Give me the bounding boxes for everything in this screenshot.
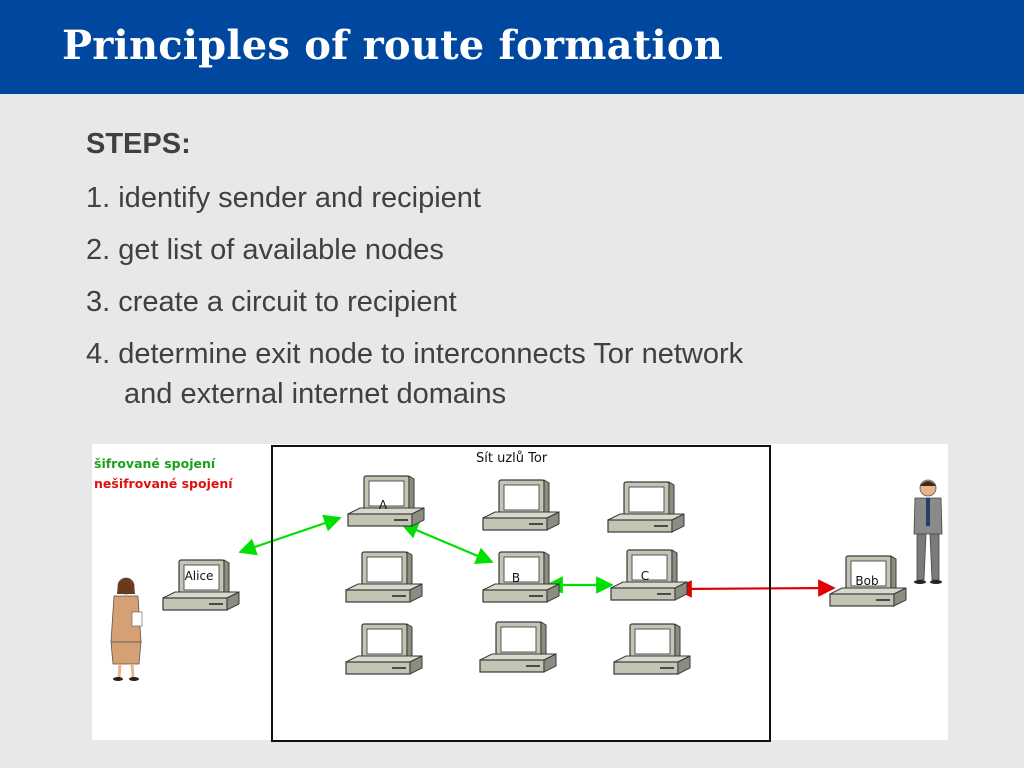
title-bar: Principles of route formation <box>0 0 1024 94</box>
step-item: 1. identify sender and recipient <box>86 182 481 214</box>
step-item: 3. create a circuit to recipient <box>86 286 457 318</box>
legend-encrypted: šifrované spojení <box>94 456 216 471</box>
steps-list: STEPS: 1. identify sender and recipient … <box>86 124 966 426</box>
bob-person-icon <box>913 479 943 585</box>
node-label-bob: Bob <box>855 574 879 588</box>
steps-heading: STEPS: <box>86 128 191 160</box>
step-line: 4. determine exit node to interconnects … <box>86 338 744 370</box>
tor-network-label: Sít uzlů Tor <box>476 451 548 466</box>
node-label-c: C <box>640 569 650 583</box>
node-label-a: A <box>378 498 388 512</box>
node-label-b: B <box>511 571 521 585</box>
step-item: 2. get list of available nodes <box>86 234 444 266</box>
step-line-continued: and external internet domains <box>124 378 507 410</box>
slide-title: Principles of route formation <box>62 22 723 69</box>
connection-unencrypted <box>674 579 836 598</box>
legend-unencrypted: nešifrované spojení <box>94 476 233 491</box>
tor-route-diagram: Sít uzlů Tor šifrované spojení nešifrova… <box>92 444 948 742</box>
step-item: 4. determine exit node to interconnects … <box>86 334 966 414</box>
alice-person-icon <box>109 576 144 683</box>
alice-computer-icon <box>162 559 240 611</box>
node-label-alice: Alice <box>184 569 214 583</box>
diagram-canvas <box>109 475 943 683</box>
tor-network-box <box>271 445 771 742</box>
